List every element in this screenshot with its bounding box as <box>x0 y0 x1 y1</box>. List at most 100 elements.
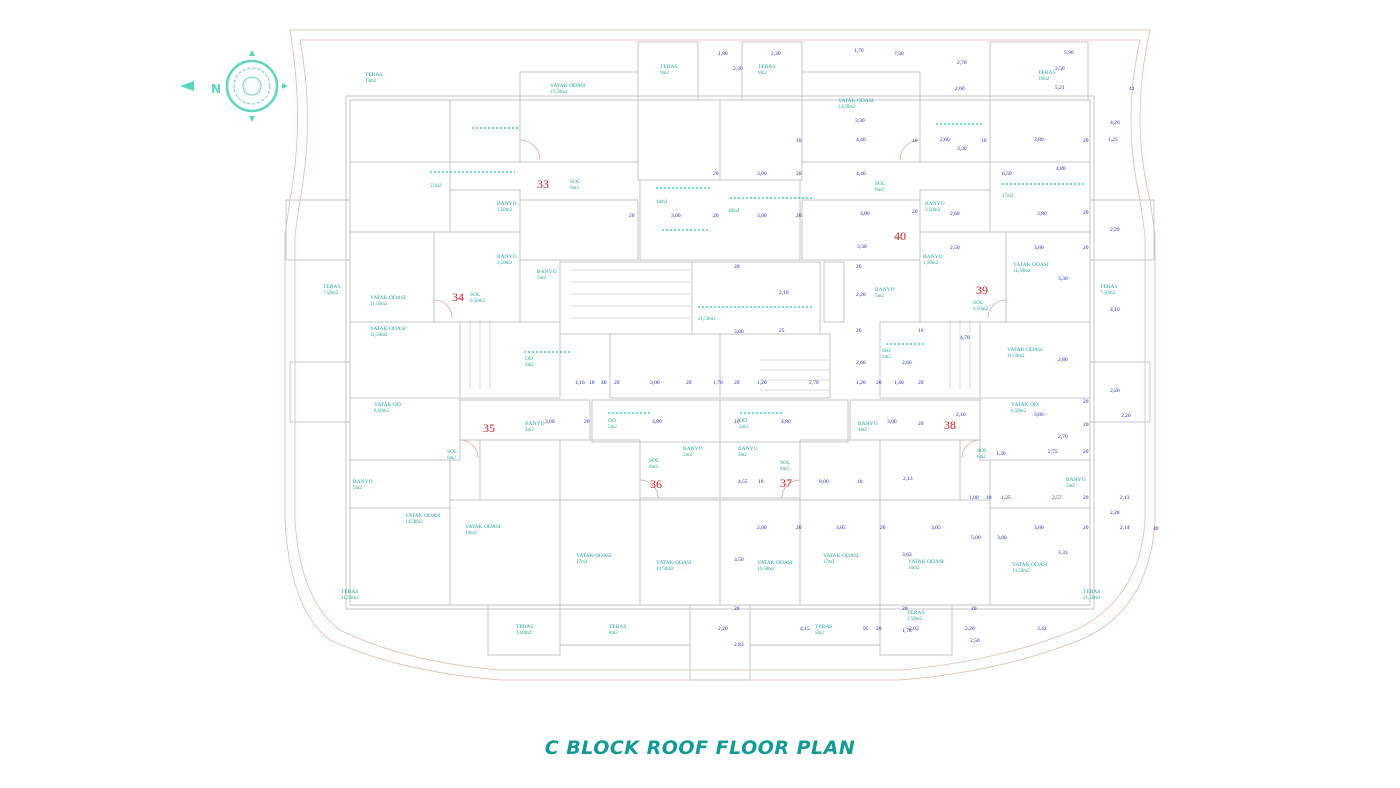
dimension-value: 20 <box>856 264 862 270</box>
dimension-value: 20 <box>880 525 886 531</box>
room-area: 16m2 <box>908 566 920 571</box>
dimension-value: 2,00 <box>757 525 767 531</box>
dimension-value: 2,60 <box>940 137 950 143</box>
door-swings <box>433 139 1007 499</box>
room-area: 14,50m2 <box>405 520 423 525</box>
room-area: 14,50m2 <box>1012 569 1030 574</box>
room-area: 3m2 <box>525 363 534 368</box>
room-area: 5m2 <box>608 425 617 430</box>
room-area: 21,50m2 <box>341 596 359 601</box>
dimension-value: 3,33 <box>1058 550 1068 556</box>
unit-number: 40 <box>894 229 906 243</box>
room-label: SOL <box>780 460 791 466</box>
dimension-value: 20 <box>614 380 620 386</box>
dimension-value: 4,20 <box>1110 120 1120 126</box>
dimension-value: 2,20 <box>718 626 728 632</box>
dimension-value: 2,14 <box>1120 525 1130 531</box>
dimension-value: 3,30 <box>855 118 865 124</box>
room-area: 16m2 <box>465 531 477 536</box>
room-label: TERAS <box>907 610 924 616</box>
room-label: BANYO <box>858 421 878 427</box>
dimension-value: 3,30 <box>957 146 967 152</box>
dimension-value: 2,50 <box>950 245 960 251</box>
room-label: BANYO <box>353 479 373 485</box>
unit-number: 38 <box>944 418 956 432</box>
room-area: 4m2 <box>525 428 534 433</box>
dimension-value: 2,30 <box>733 66 743 72</box>
room-area: 19m2 <box>365 79 377 84</box>
room-label: SOL <box>875 181 886 187</box>
room-label: OD <box>608 418 616 424</box>
dimension-value: 1,00 <box>969 495 979 501</box>
dimension-value: 2,03 <box>909 626 919 632</box>
dimension-value: 2,70 <box>1058 434 1068 440</box>
dimension-value: 25 <box>779 328 785 334</box>
room-label: TERAS <box>365 72 382 78</box>
room-area: 11,50m2 <box>370 302 388 307</box>
dimension-value: 1,40 <box>894 380 904 386</box>
room-label: SOL <box>649 458 660 464</box>
room-area: 3,50m2 <box>516 631 532 636</box>
dimension-value: 20 <box>1083 449 1089 455</box>
dimension-value: 2,20 <box>856 292 866 298</box>
dimension-value: 1,20 <box>856 380 866 386</box>
dimension-value: 10 <box>796 138 802 144</box>
room-label: YATAK ODASI <box>465 524 501 530</box>
room-label: YATAK ODASI <box>823 553 859 559</box>
dimension-value: 4,80 <box>781 419 791 425</box>
room-area: 27m2 <box>430 184 442 189</box>
room-area: 7,50m2 <box>1100 291 1116 296</box>
room-area: 4m2 <box>858 428 867 433</box>
dimension-value: 4,55 <box>738 479 748 485</box>
room-label: TERAS <box>1038 70 1055 76</box>
room-area: 19m2 <box>1038 77 1050 82</box>
dimension-value: 1,80 <box>718 51 728 57</box>
unit-number: 35 <box>483 421 495 435</box>
room-area: 5m2 <box>875 294 884 299</box>
room-area: 6m2 <box>780 467 789 472</box>
dimension-value: 20 <box>1083 399 1089 405</box>
dimension-value: 2,57 <box>1052 495 1062 501</box>
dimension-value: 5,00 <box>971 535 981 541</box>
room-label: BANYO <box>738 446 758 452</box>
room-area: 11,50m2 <box>1007 354 1025 359</box>
dimension-value: 2,28 <box>1110 510 1120 516</box>
room-label: BANYO <box>683 446 703 452</box>
dimension-value: 2,60 <box>950 211 960 217</box>
dimension-value: 4,40 <box>856 137 866 143</box>
room-label: YATAK ODASI <box>1007 347 1043 353</box>
room-label: OD <box>739 418 747 424</box>
dimension-value: 3,05 <box>836 525 846 531</box>
dimension-value: 2,60 <box>902 360 912 366</box>
dimension-value: 20 <box>856 328 862 334</box>
room-area: 5m2 <box>683 453 692 458</box>
room-area: 6,50m2 <box>973 307 989 312</box>
dimension-value: 4,00 <box>860 211 870 217</box>
dimension-value: 20 <box>971 606 977 612</box>
dimension-value: 4,15 <box>800 626 810 632</box>
unit-number: 34 <box>452 290 464 304</box>
room-label: TERAS <box>516 624 533 630</box>
room-area: 17m2 <box>823 560 835 565</box>
room-label: SOL <box>470 292 481 298</box>
dimension-value: 20 <box>876 380 882 386</box>
room-area: 27m2 <box>1002 194 1014 199</box>
room-label: SOL <box>570 179 581 185</box>
dimension-value: 20 <box>902 606 908 612</box>
room-area: 3,50m2 <box>497 261 513 266</box>
room-area: 7,50m2 <box>323 291 339 296</box>
dimension-value: 10 <box>589 380 595 386</box>
dimension-value: 1,20 <box>757 380 767 386</box>
room-label: BANYO <box>537 269 557 275</box>
room-label: BANYO <box>1066 477 1086 483</box>
room-area: 5m2 <box>739 425 748 430</box>
dimension-value: 3,00 <box>887 419 897 425</box>
room-area: 8,50m2 <box>374 409 390 414</box>
room-area: 8,50m2 <box>1011 409 1027 414</box>
dimension-value: 4,40 <box>856 171 866 177</box>
room-label: YATAK ODASI <box>405 513 441 519</box>
room-label: BANYO <box>925 201 945 207</box>
dimension-value: 3,80 <box>1034 245 1044 251</box>
section-markers <box>430 123 1086 414</box>
